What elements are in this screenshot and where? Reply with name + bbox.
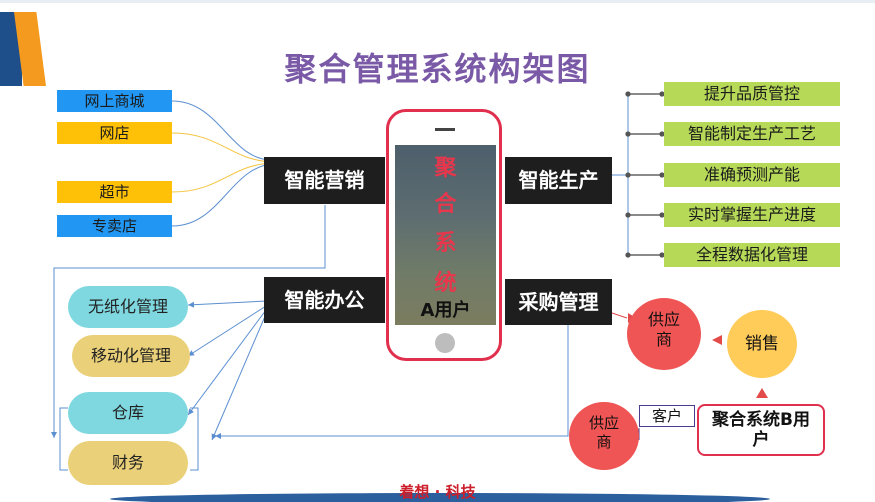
warehouse-pill: 仓库 [68,392,188,434]
supplier-bottom-label: 供应商 [588,414,619,451]
phone-char-1: 聚 [434,156,457,181]
system-b-label: 聚合系统B用户 [712,410,810,450]
system-b-box: 聚合系统B用户 [697,404,825,456]
channel-online-store: 网店 [57,122,172,144]
phone-char-2: 合 [434,192,457,217]
production-item-capacity: 准确预测产能 [664,163,840,187]
phone-screen [395,145,496,325]
smart-marketing-box: 智能营销 [264,157,385,204]
footer-brand: 着想 · 科技 [399,483,476,501]
paperless-pill: 无纸化管理 [68,286,188,328]
supplier-top-label: 供应商 [647,310,680,349]
phone-home-button [435,333,455,353]
channel-supermarket: 超市 [57,181,172,203]
phone-user-label: A用户 [420,300,471,321]
phone-char-3: 系 [434,231,457,256]
client-box: 客户 [639,405,695,427]
supplier-top-circle: 供应商 [627,298,701,370]
supplier-bottom-circle: 供应商 [569,402,639,470]
top-border [0,0,875,3]
page-title: 聚合管理系统构架图 [284,50,591,88]
smart-office-box: 智能办公 [264,277,385,323]
sales-circle: 销售 [727,310,797,378]
smart-production-box: 智能生产 [505,157,612,204]
channel-specialty-store: 专卖店 [57,215,172,237]
footer-band [110,493,770,502]
finance-pill: 财务 [68,441,188,485]
purchasing-box: 采购管理 [505,279,612,325]
production-item-process: 智能制定生产工艺 [664,122,840,146]
production-item-quality: 提升品质管控 [664,82,840,106]
mobile-management-pill: 移动化管理 [72,335,190,377]
phone-char-4: 统 [434,271,457,296]
production-item-progress: 实时掌握生产进度 [664,203,840,227]
channel-online-mall: 网上商城 [57,90,172,112]
production-item-data: 全程数据化管理 [664,243,840,267]
phone-speaker [435,128,455,131]
